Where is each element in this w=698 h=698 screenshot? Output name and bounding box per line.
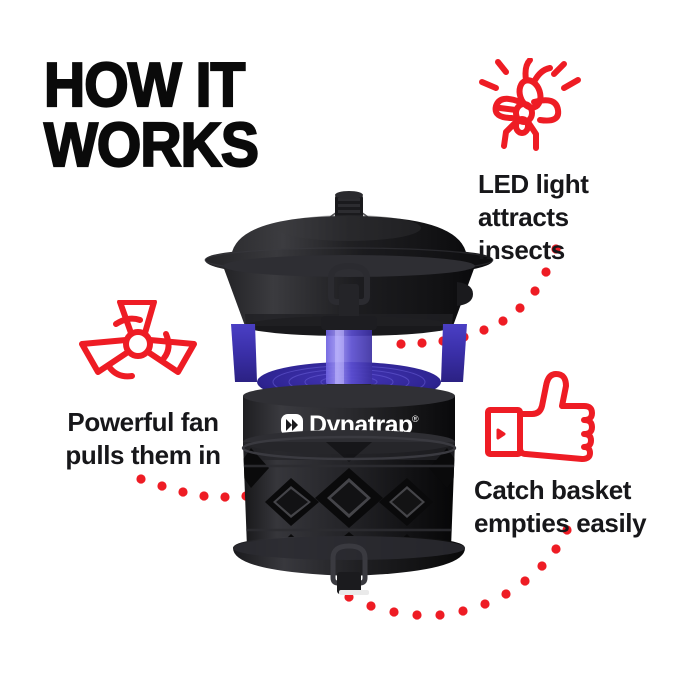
title-line-2: WORKS (43, 111, 260, 180)
uv-post-right (441, 324, 467, 382)
title-line-1: HOW IT (43, 51, 246, 120)
basket-latch (330, 543, 368, 586)
callout-led-line1: LED light (478, 169, 589, 199)
callout-led-line3: insects (478, 235, 565, 265)
callout-basket-line2: empties easily (474, 508, 647, 538)
bulb-top-mount (321, 316, 377, 330)
callout-basket-line1: Catch basket (474, 475, 632, 505)
page-title: HOW IT WORKS (43, 51, 304, 180)
callout-fan-text: Powerful fan pulls them in (40, 406, 246, 472)
uv-post-left (231, 324, 257, 382)
callout-led-line2: attracts (478, 202, 569, 232)
callout-basket-text: Catch basket empties easily (474, 474, 686, 540)
brand-trademark: ® (412, 414, 419, 424)
callout-fan-line2: pulls them in (65, 440, 221, 470)
callout-fan-line1: Powerful fan (67, 407, 219, 437)
insect-light-icon (476, 57, 584, 162)
lid-handle (328, 262, 370, 305)
dynatrap-chevron-logo (281, 414, 303, 436)
callout-led-text: LED light attracts insects (478, 168, 678, 267)
dynatrap-insect-trap-product: Dynatrap ® (199, 186, 499, 604)
side-vent (457, 282, 473, 306)
fan-icon (76, 299, 200, 398)
thumbs-up-icon (482, 368, 600, 464)
